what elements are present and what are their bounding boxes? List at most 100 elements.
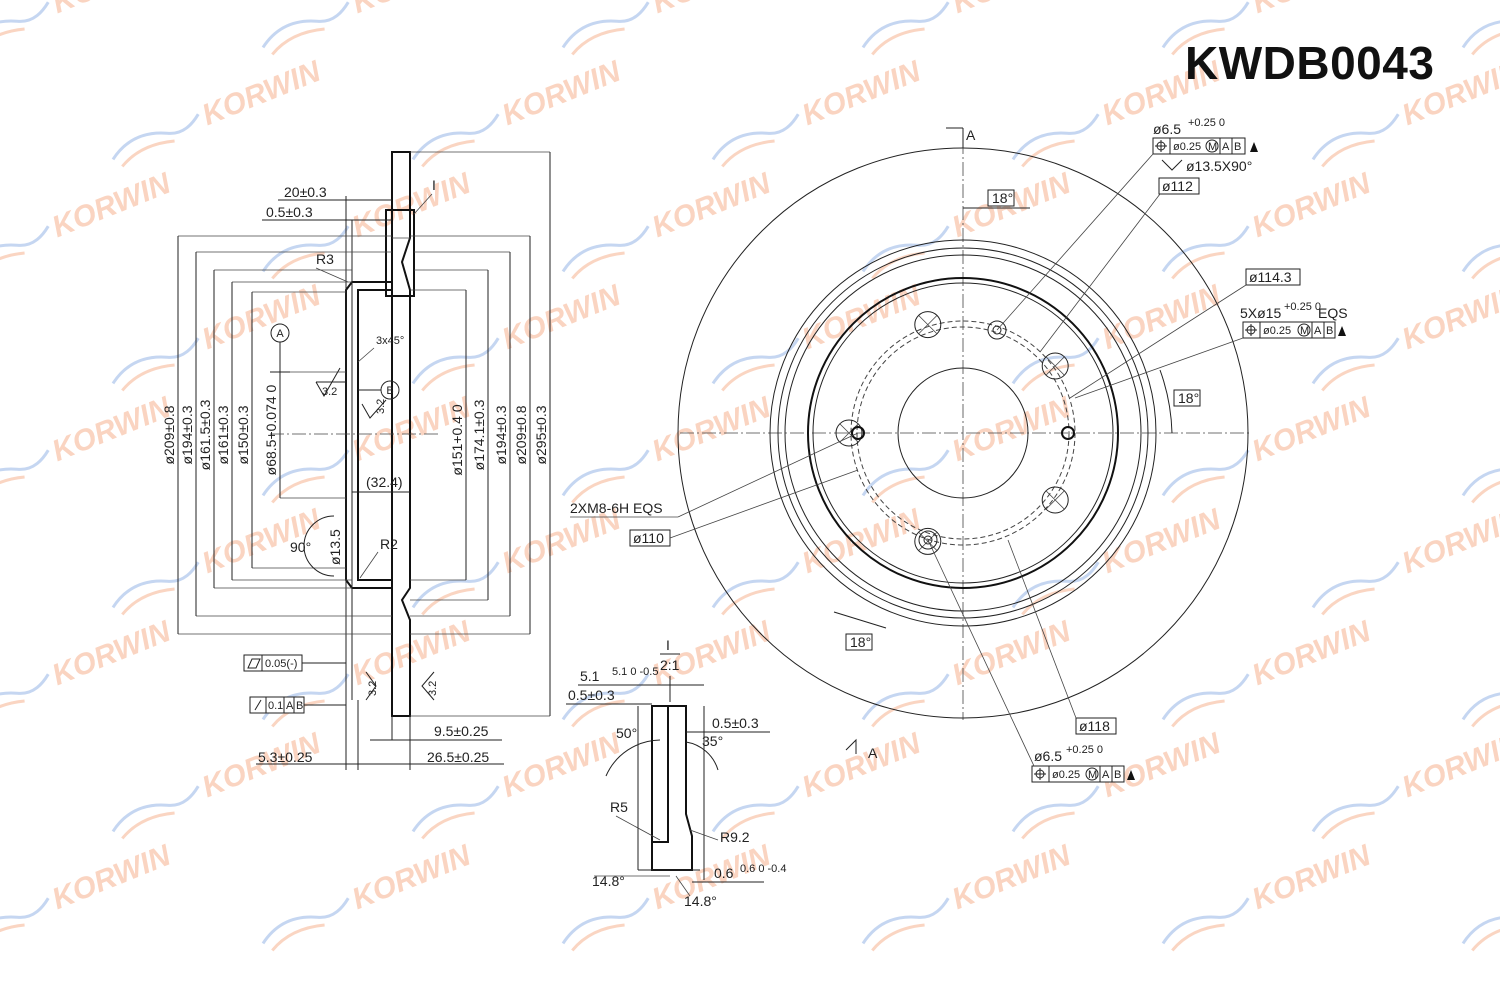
- dim-label: ø209±0.8: [161, 405, 177, 464]
- watermark-text: KORWIN: [797, 54, 926, 132]
- thread-label: 2XM8-6H EQS: [570, 500, 663, 516]
- bolt-hole-eqs: EQS: [1318, 305, 1348, 321]
- watermark-text: KORWIN: [47, 838, 176, 916]
- hole-callout: ø6.5: [1034, 748, 1062, 764]
- watermark-text: KORWIN: [797, 278, 926, 356]
- angle-label: 90°: [290, 539, 311, 555]
- detail-angle-label: 50°: [616, 725, 637, 741]
- watermark-tile: KORWIN: [0, 390, 176, 504]
- position-tol: ø0.25: [1173, 141, 1201, 153]
- datum-ref: B: [1326, 325, 1333, 337]
- hole-tolerance: +0.25 0: [1066, 744, 1103, 756]
- tol-modifier: M: [1300, 325, 1309, 337]
- watermark-tile: KORWIN: [1461, 225, 1500, 280]
- center-bore-circle: [897, 367, 1029, 499]
- detail-dim-label: 5.1: [580, 668, 600, 684]
- detail-dim-label: 5.1 0 -0.5: [612, 666, 658, 678]
- watermark-tile: KORWIN: [861, 390, 1076, 504]
- watermark-text: KORWIN: [197, 54, 326, 132]
- watermark-tile: KORWIN: [261, 0, 476, 56]
- datum-ref: A: [1102, 769, 1110, 781]
- watermark-text: KORWIN: [1097, 502, 1226, 580]
- circle-dim: ø110: [633, 530, 664, 546]
- watermark-tile: KORWIN: [861, 0, 1076, 56]
- front-view: A A 18° 18° 18° ø6.5 +0.25 0 ø0.25 M A B…: [570, 117, 1348, 783]
- position-tol: ø0.25: [1052, 769, 1080, 781]
- watermark-text: KORWIN: [1247, 614, 1376, 692]
- disc-hat-section: [345, 281, 393, 589]
- runout-label: 0.1: [268, 700, 283, 712]
- section-mark: A: [966, 127, 976, 143]
- hub-flange-box: [385, 209, 415, 297]
- watermark-tile: KORWIN: [1161, 390, 1376, 504]
- dim-label: 26.5±0.25: [427, 749, 489, 765]
- dim-label: ø151+0.4 0: [449, 404, 465, 475]
- datum-b-label: B: [386, 385, 393, 397]
- circle-dim: ø112: [1162, 178, 1193, 194]
- watermark-tile: KORWIN: [1161, 614, 1376, 728]
- hat-circle: [807, 277, 1119, 589]
- watermark-tile: KORWIN: [411, 726, 626, 840]
- depth-label: (32.4): [366, 474, 403, 490]
- watermark-tile: KORWIN: [711, 502, 926, 616]
- dim-label: ø174.1±0.3: [471, 399, 487, 470]
- part-number-title: KWDB0043: [1185, 37, 1435, 89]
- watermark-tile: KORWIN: [861, 838, 1076, 952]
- detail-radius-label: R5: [610, 799, 628, 815]
- roughness-label: 3.2: [367, 681, 379, 696]
- dim-label: 9.5±0.25: [434, 723, 489, 739]
- watermark-tile: KORWIN: [111, 278, 326, 392]
- watermark-tile: KORWIN: [111, 54, 326, 168]
- thread-hole: [1061, 426, 1075, 440]
- roughness-label: 3.2: [427, 681, 439, 696]
- watermark-tile: KORWIN: [1011, 726, 1226, 840]
- radius-label: R3: [316, 251, 334, 267]
- chamfer-label: 3x45°: [376, 335, 404, 347]
- watermark-tile: KORWIN: [111, 502, 326, 616]
- watermark-tile: KORWIN: [261, 838, 476, 952]
- watermark-tile: KORWIN: [1461, 449, 1500, 504]
- watermark-text: KORWIN: [47, 390, 176, 468]
- watermark-text: KORWIN: [1247, 166, 1376, 244]
- dim-label: ø68.5+0.074 0: [263, 384, 279, 475]
- runout-datum: A: [286, 700, 294, 712]
- watermark-tile: KORWIN: [561, 390, 776, 504]
- datum-a-label: A: [276, 328, 284, 340]
- watermark-text: KORWIN: [1247, 0, 1376, 20]
- hole-callout: ø6.5: [1153, 121, 1181, 137]
- watermark-text: KORWIN: [1097, 278, 1226, 356]
- bolt-hole: [914, 311, 942, 339]
- section-mark: A: [868, 745, 878, 761]
- watermark-text: KORWIN: [647, 0, 776, 20]
- watermark-text: KORWIN: [347, 614, 476, 692]
- dim-label: ø161±0.3: [215, 405, 231, 464]
- detail-angle-label: 14.8°: [592, 873, 625, 889]
- circle-dim: ø114.3: [1249, 269, 1292, 285]
- locating-hole: [918, 530, 938, 550]
- thread-hole: [851, 426, 865, 440]
- detail-angle-label: 35°: [702, 733, 723, 749]
- detail-profile: [651, 705, 693, 871]
- dim-label: ø295±0.3: [533, 405, 549, 464]
- watermark-tile: KORWIN: [561, 0, 776, 56]
- dim-label: 5.3±0.25: [258, 749, 313, 765]
- locating-hole: [987, 320, 1007, 340]
- watermark-tile: KORWIN: [561, 838, 776, 952]
- radius-label: R2: [380, 536, 398, 552]
- watermark-text: KORWIN: [347, 166, 476, 244]
- watermark-text: KORWIN: [647, 166, 776, 244]
- watermark-tile: KORWIN: [1461, 1, 1500, 56]
- bolt-hole: [1041, 486, 1069, 514]
- watermark-tile: KORWIN: [711, 726, 926, 840]
- dim-label: 20±0.3: [284, 184, 327, 200]
- datum-ref: B: [1114, 769, 1121, 781]
- dim-label: ø194±0.3: [493, 405, 509, 464]
- section-view: ø209±0.8 ø194±0.3 ø161.5±0.3 ø161±0.3 ø1…: [161, 151, 551, 770]
- watermark-tile: KORWIN: [411, 278, 626, 392]
- watermark-tile: KORWIN: [561, 166, 776, 280]
- watermark-tile: KORWIN: [0, 166, 176, 280]
- detail-dim-label: 0.5±0.3: [568, 687, 615, 703]
- watermark-tile: KORWIN: [111, 726, 326, 840]
